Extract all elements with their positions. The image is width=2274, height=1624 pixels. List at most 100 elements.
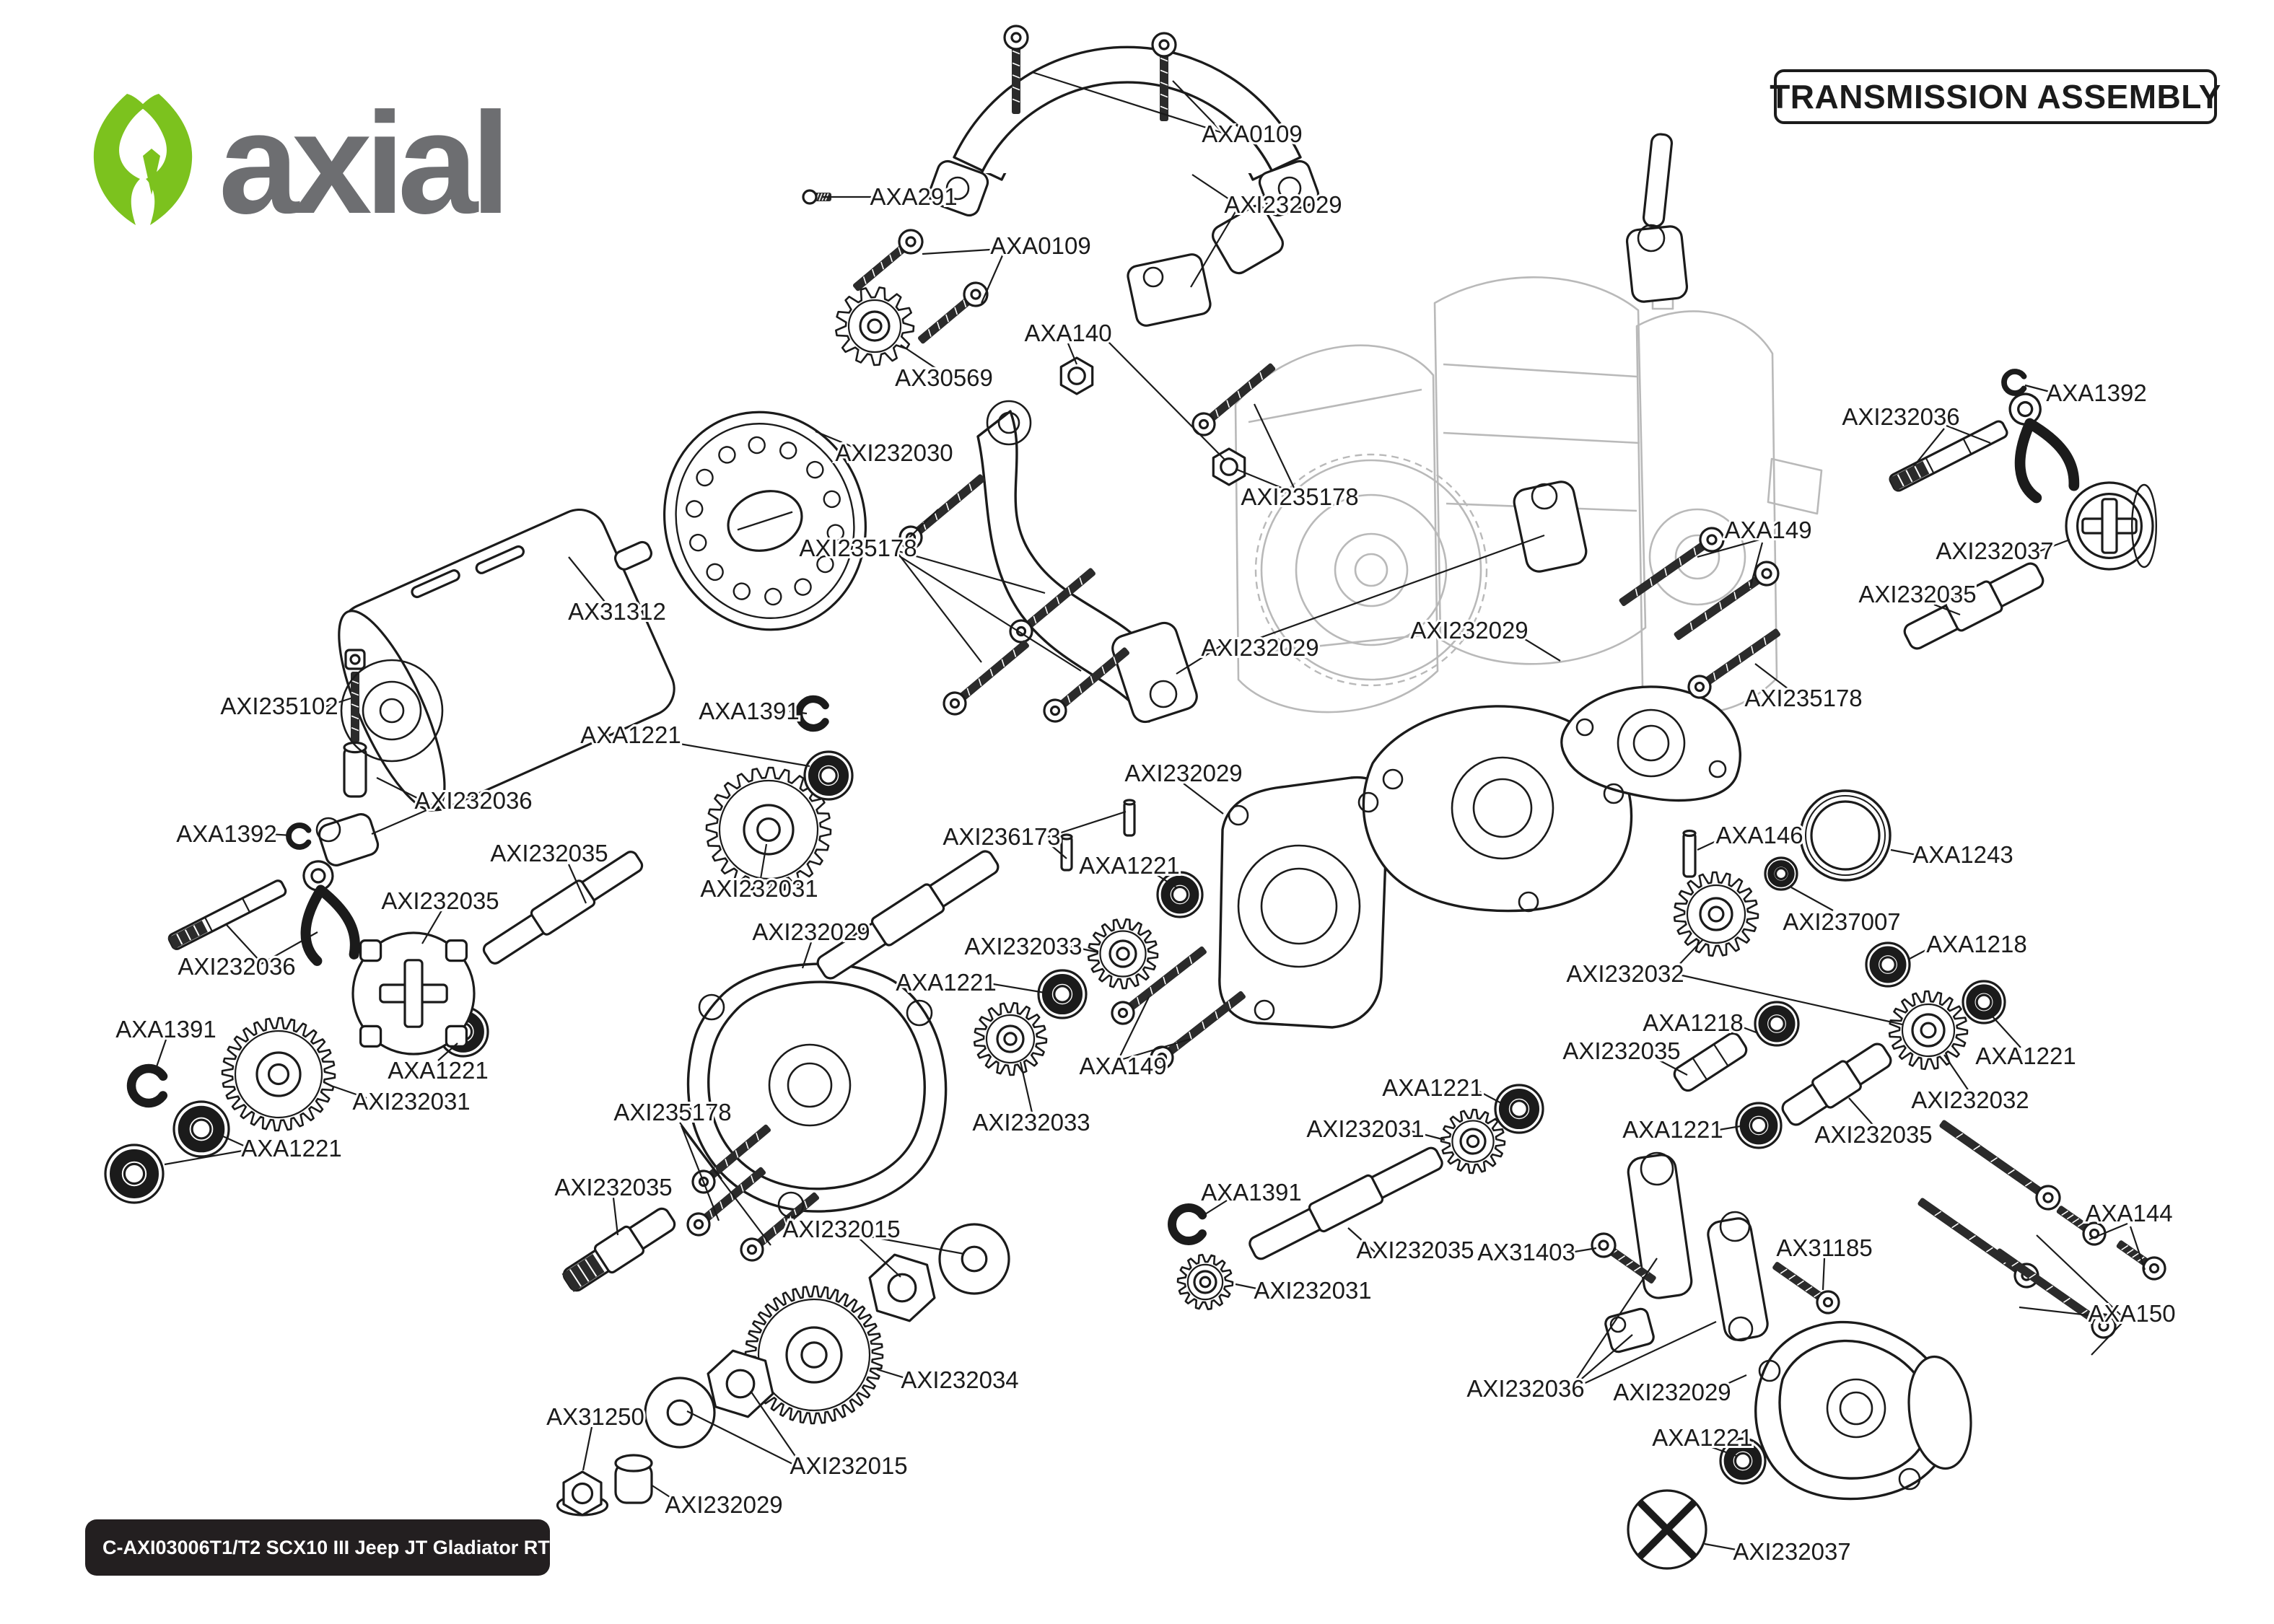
leader-line bbox=[1575, 1257, 1658, 1380]
part-label: AXI232030 bbox=[835, 439, 953, 466]
hub-lug bbox=[351, 931, 476, 1055]
detail-circle bbox=[698, 993, 725, 1021]
leader-line bbox=[1943, 1054, 1969, 1092]
part-label: AXI232032 bbox=[1566, 960, 1684, 987]
part-label: AX31403 bbox=[1477, 1239, 1575, 1265]
hub-coupler bbox=[1627, 1489, 1707, 1570]
part-label: AXI232031 bbox=[352, 1088, 470, 1115]
screw-btn bbox=[1003, 25, 1029, 114]
leader-line bbox=[1933, 603, 1961, 616]
part-label: AXI235178 bbox=[1744, 685, 1862, 711]
gear bbox=[1087, 918, 1159, 990]
leader-line bbox=[1191, 174, 1236, 204]
part-label: AXA1392 bbox=[176, 820, 276, 847]
leader-line bbox=[1172, 80, 1232, 142]
leader-line bbox=[1754, 663, 1789, 690]
shift-fork bbox=[300, 860, 360, 966]
detail-circle bbox=[379, 698, 405, 724]
screw-btn bbox=[1917, 1198, 2039, 1289]
leader-line bbox=[1019, 1061, 1033, 1113]
detail-circle bbox=[777, 1191, 805, 1219]
leader-line bbox=[876, 1368, 913, 1382]
bearing bbox=[1494, 1084, 1544, 1134]
leader-line bbox=[153, 1039, 167, 1074]
leader-line bbox=[261, 931, 318, 965]
leader-line bbox=[1697, 839, 1720, 851]
leader-line bbox=[1411, 1130, 1446, 1141]
leader-line bbox=[815, 430, 858, 450]
leader-line bbox=[1790, 887, 1834, 911]
part-label: AXA1218 bbox=[1926, 931, 2026, 957]
leader-line bbox=[1570, 1247, 1597, 1254]
housing-path bbox=[1362, 705, 1633, 913]
leader-line bbox=[1477, 1090, 1503, 1105]
leader-line bbox=[1347, 1227, 1376, 1253]
part-block bbox=[1258, 159, 1320, 217]
part-label: AXI232029 bbox=[1410, 617, 1528, 644]
leader-line bbox=[789, 710, 808, 715]
screw-btn bbox=[1674, 561, 1780, 641]
detail-circle bbox=[1637, 224, 1666, 253]
part-label: AXI232029 bbox=[665, 1491, 782, 1518]
leader-line bbox=[898, 550, 1046, 594]
part-label: AXI232029 bbox=[1613, 1379, 1731, 1405]
part-block bbox=[1513, 480, 1588, 573]
screw-btn bbox=[1151, 32, 1177, 121]
part-block bbox=[1111, 621, 1198, 724]
leader-line bbox=[582, 1426, 593, 1471]
part-label: AXI232029 bbox=[1224, 191, 1342, 218]
gear bbox=[705, 766, 832, 893]
leader-line bbox=[1183, 783, 1224, 815]
part-label: AXI232029 bbox=[1201, 634, 1319, 661]
leader-line bbox=[1577, 1334, 1633, 1383]
motor-plate bbox=[663, 411, 867, 631]
part-label: AXA1221 bbox=[580, 721, 681, 748]
detail-circle bbox=[1518, 891, 1539, 913]
leader-line bbox=[1047, 842, 1067, 859]
screws bbox=[344, 25, 2166, 1339]
leader-line bbox=[2091, 1321, 2124, 1356]
leader-line bbox=[1199, 1200, 1228, 1219]
part-label: AXI232036 bbox=[1466, 1375, 1584, 1402]
part-label: AXA1221 bbox=[241, 1135, 341, 1162]
leader-line bbox=[1122, 1037, 1191, 1061]
detail-circle bbox=[1451, 756, 1554, 860]
leader-line bbox=[1119, 996, 1150, 1057]
bearing bbox=[1719, 1437, 1767, 1485]
axial-logo-icon bbox=[93, 94, 193, 225]
detail-circle bbox=[1277, 176, 1302, 201]
detail-circle bbox=[768, 1043, 852, 1127]
part-label: AX31250 bbox=[546, 1403, 644, 1430]
leader-line bbox=[1848, 1097, 1874, 1126]
detail-circle bbox=[945, 176, 970, 201]
part-label: AXA1391 bbox=[1201, 1179, 1301, 1206]
leader-line bbox=[1155, 874, 1177, 888]
detail-circle bbox=[1758, 1359, 1781, 1382]
housings bbox=[686, 45, 1953, 1501]
leader-line bbox=[268, 833, 292, 837]
part-label: AXI232031 bbox=[1306, 1115, 1424, 1142]
part-block bbox=[1604, 1307, 1655, 1353]
leader-line bbox=[1907, 946, 1933, 960]
part-block bbox=[1127, 253, 1212, 327]
part-labels: AXA0109AXI232029AXA291AXA0109AXA140AX305… bbox=[113, 118, 2177, 1567]
washer bbox=[644, 1377, 716, 1449]
leader-line bbox=[1739, 1024, 1759, 1035]
screw-btn bbox=[1995, 1248, 2117, 1339]
axial-wordmark: axial bbox=[219, 87, 504, 244]
leader-line bbox=[750, 1390, 802, 1465]
detail-circle bbox=[340, 659, 444, 763]
leader-line bbox=[858, 1237, 901, 1278]
detail-circle bbox=[1142, 266, 1164, 288]
detail-circle bbox=[1575, 718, 1594, 737]
part-label: AXA149 bbox=[1724, 517, 1811, 543]
leader-line bbox=[371, 807, 432, 835]
shaft bbox=[561, 1207, 676, 1292]
leader-line bbox=[686, 1410, 800, 1468]
slipper-pad bbox=[707, 1349, 774, 1418]
screw-flat bbox=[2056, 1206, 2107, 1246]
screw-flat bbox=[2116, 1240, 2166, 1281]
part-label: AXI232035 bbox=[490, 840, 608, 866]
leader-line bbox=[226, 924, 261, 962]
